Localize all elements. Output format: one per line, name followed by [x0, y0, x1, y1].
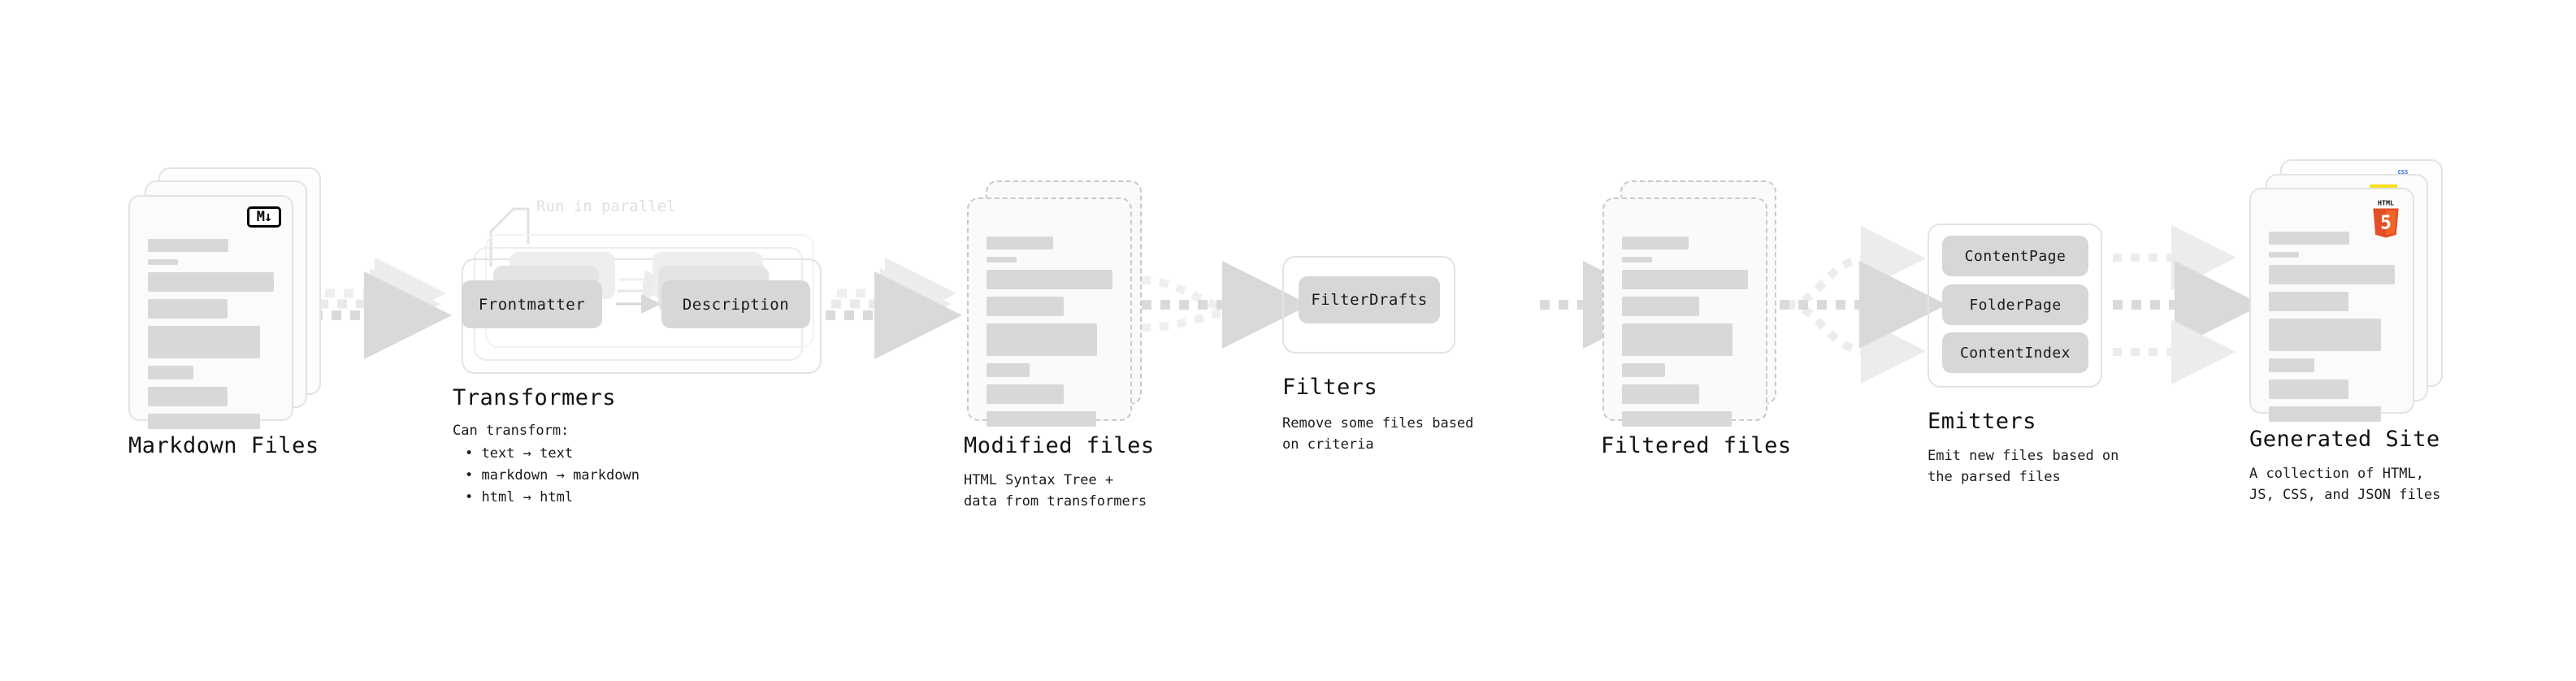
filters-subtitle: Remove some files based on criteria — [1282, 415, 1474, 453]
skeleton-bar — [987, 297, 1064, 316]
skeleton-bar — [2269, 292, 2348, 311]
markdown-files-title: Markdown Files — [128, 433, 319, 458]
skeleton-bar — [1622, 297, 1699, 316]
markdown-card-front: M↓ — [128, 195, 293, 429]
transformers-bullet-2: • html → html — [465, 489, 574, 505]
skeleton-bar — [1622, 411, 1732, 427]
skeleton-bar — [1622, 257, 1653, 262]
skeleton-bar — [1622, 270, 1748, 289]
emitter-chip-contentindex[interactable]: ContentIndex — [1942, 332, 2088, 373]
skeleton-bar — [148, 239, 229, 252]
generated-card-front: HTML 5 — [2249, 188, 2414, 422]
markdown-logo-icon: M↓ — [247, 206, 281, 228]
skeleton-bar — [987, 236, 1054, 249]
skeleton-bar — [987, 411, 1096, 427]
connector-modified-to-filters — [1141, 261, 1310, 349]
skeleton-bar — [2269, 406, 2381, 422]
skeleton-bar — [2269, 232, 2350, 245]
skeleton-bar — [2269, 319, 2381, 351]
skeleton-bar — [148, 299, 228, 319]
skeleton-bar — [1622, 323, 1733, 356]
transformer-chip-description[interactable]: Description — [661, 280, 810, 328]
transformers-bullet-1: • markdown → markdown — [465, 467, 640, 484]
filter-chip-filterdrafts[interactable]: FilterDrafts — [1299, 276, 1440, 323]
emitters-box — [1928, 223, 2102, 388]
skeleton-bar — [148, 366, 193, 380]
skeleton-bar — [148, 272, 274, 292]
transformers-subtitle: Can transform: — [453, 423, 570, 439]
bullet-text: html → html — [481, 489, 574, 505]
emitter-chip-contentpage[interactable]: ContentPage — [1942, 236, 2088, 276]
skeleton-bar — [148, 387, 228, 406]
bullet-text: text → text — [481, 445, 574, 462]
modified-files-subtitle: HTML Syntax Tree + data from transformer… — [964, 472, 1147, 510]
modified-files-title: Modified files — [964, 433, 1155, 458]
skeleton-bar — [987, 323, 1098, 356]
skeleton-bar — [148, 414, 260, 429]
filters-box — [1282, 256, 1455, 354]
transformers-bullet-0: • text → text — [465, 445, 574, 462]
bullet-text: markdown → markdown — [481, 467, 640, 484]
emitters-title: Emitters — [1928, 409, 2037, 434]
skeleton-bar — [148, 326, 260, 358]
connector-markdown-to-transformers — [313, 258, 452, 359]
skeleton-bar — [2269, 380, 2348, 399]
connector-emitters-to-generated — [2113, 225, 2262, 384]
skeleton-bar — [148, 259, 179, 265]
skeleton-bar — [2269, 252, 2300, 258]
skeleton-bar — [987, 384, 1064, 404]
run-in-parallel-label: Run in parallel — [536, 197, 676, 215]
skeleton-bar — [1622, 363, 1665, 377]
svg-text:HTML: HTML — [2378, 198, 2394, 206]
skeleton-bars — [1622, 236, 1748, 434]
skeleton-bar — [1622, 384, 1699, 404]
generated-site-title: Generated Site — [2249, 427, 2440, 452]
filtered-card-front — [1602, 197, 1767, 427]
filtered-files-title: Filtered files — [1601, 433, 1792, 458]
skeleton-bar — [2269, 265, 2395, 284]
emitter-chip-folderpage[interactable]: FolderPage — [1942, 284, 2088, 325]
skeleton-bars — [987, 236, 1112, 434]
skeleton-bar — [2269, 358, 2314, 372]
emitters-subtitle: Emit new files based on the parsed files — [1928, 448, 2119, 486]
html5-logo-icon: HTML 5 — [2369, 197, 2403, 238]
generated-site-subtitle: A collection of HTML, JS, CSS, and JSON … — [2249, 466, 2441, 504]
skeleton-bars — [148, 239, 274, 436]
modified-card-front — [967, 197, 1132, 427]
connector-filtered-to-emitters — [1780, 226, 1947, 384]
skeleton-bar — [987, 270, 1112, 289]
transformers-title: Transformers — [453, 385, 617, 410]
skeleton-bar — [1622, 236, 1689, 249]
skeleton-bar — [987, 363, 1030, 377]
connector-transformers-to-modified — [826, 258, 962, 359]
skeleton-bars — [2269, 232, 2395, 429]
html5-number: 5 — [2380, 213, 2392, 234]
filters-title: Filters — [1282, 375, 1378, 400]
skeleton-bar — [987, 257, 1017, 262]
transformer-chip-frontmatter[interactable]: Frontmatter — [462, 280, 602, 328]
